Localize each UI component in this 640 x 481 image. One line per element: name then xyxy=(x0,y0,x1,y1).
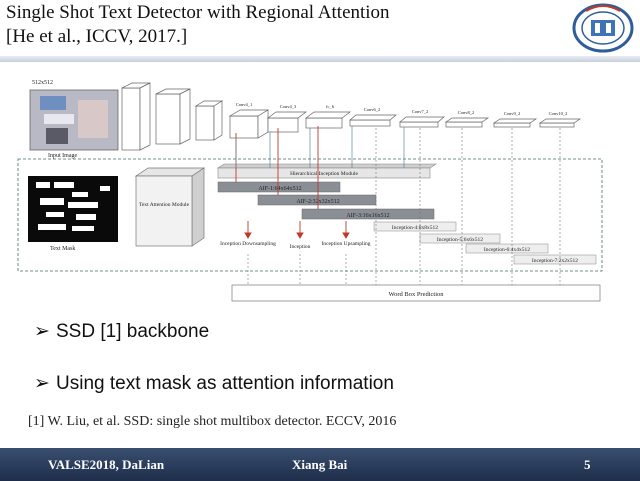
footer-bar: VALSE2018, DaLian Xiang Bai 5 xyxy=(0,448,640,481)
aif-bar-1 xyxy=(217,181,341,193)
inception-out-7 xyxy=(513,254,597,265)
conv-label: Conv4_3 xyxy=(280,104,297,109)
op-downsampling-label: Inception Downsampling xyxy=(220,241,276,247)
footer-author: Xiang Bai xyxy=(292,457,348,472)
text-mask-label: Text Mask xyxy=(50,246,75,252)
bullet-backbone: ➢ SSD [1] backbone xyxy=(34,320,209,343)
conv-label: Conv4_1 xyxy=(236,102,253,107)
input-size-label: 512x512 xyxy=(32,80,53,86)
inception-out-5 xyxy=(419,233,501,244)
inception-out-6 xyxy=(465,243,549,254)
bullet-text: Using text mask as attention information xyxy=(56,373,394,394)
conv-label: Conv8_2 xyxy=(458,110,475,115)
aif-label-1: AIF-1:64x64x512 xyxy=(258,186,301,192)
backbone-blocks xyxy=(121,82,582,151)
attention-module-cube xyxy=(134,167,206,247)
reference-note: [1] W. Liu, et al. SSD: single shot mult… xyxy=(28,414,397,429)
backbone-connectors xyxy=(235,126,405,168)
slide-citation: [He et al., ICCV, 2017.] xyxy=(6,26,188,47)
prediction-connectors xyxy=(247,128,561,285)
prediction-box xyxy=(231,284,601,302)
inception-out-label-5: Inception-5:6x6x512 xyxy=(437,237,483,243)
bullet-arrow-icon: ➢ xyxy=(34,372,50,394)
inception-out-4 xyxy=(373,221,457,232)
aif-label-3: AIF-3:16x16x512 xyxy=(346,213,389,219)
conv-label: Conv9_2 xyxy=(504,111,521,116)
footer-event: VALSE2018, DaLian xyxy=(48,457,165,472)
op-inception-label: Inception xyxy=(290,244,311,250)
conv-label: Conv10_2 xyxy=(549,111,568,116)
bullet-arrow-icon: ➢ xyxy=(34,320,50,342)
university-logo xyxy=(572,3,634,53)
page-number: 5 xyxy=(584,457,591,472)
conv-label: Conv7_2 xyxy=(412,109,429,114)
inception-out-label-6: Inception-6:4x4x512 xyxy=(484,247,530,253)
slide-title: Single Shot Text Detector with Regional … xyxy=(6,2,390,23)
op-upsampling-label: Inception Upsampling xyxy=(321,241,370,247)
hier-module-label: Hierarchical Inception Module xyxy=(290,171,358,177)
input-image-label: Input Image xyxy=(48,153,77,159)
bullet-attention: ➢ Using text mask as attention informatio… xyxy=(34,372,394,395)
hier-module-bar xyxy=(217,163,437,169)
bullet-text: SSD [1] backbone xyxy=(56,321,210,342)
inception-out-label-4: Inception-4:8x8x512 xyxy=(392,225,438,231)
inception-out-label-7: Inception-7:2x2x512 xyxy=(532,258,578,264)
conv-label: Conv6_2 xyxy=(364,107,381,112)
attention-module-label: Text Attention Module xyxy=(139,202,190,208)
title-divider xyxy=(0,56,640,62)
aif-bar-3 xyxy=(301,208,435,220)
prediction-label: Word Box Prediction xyxy=(388,291,444,298)
conv-label: fc_6 xyxy=(326,104,335,109)
